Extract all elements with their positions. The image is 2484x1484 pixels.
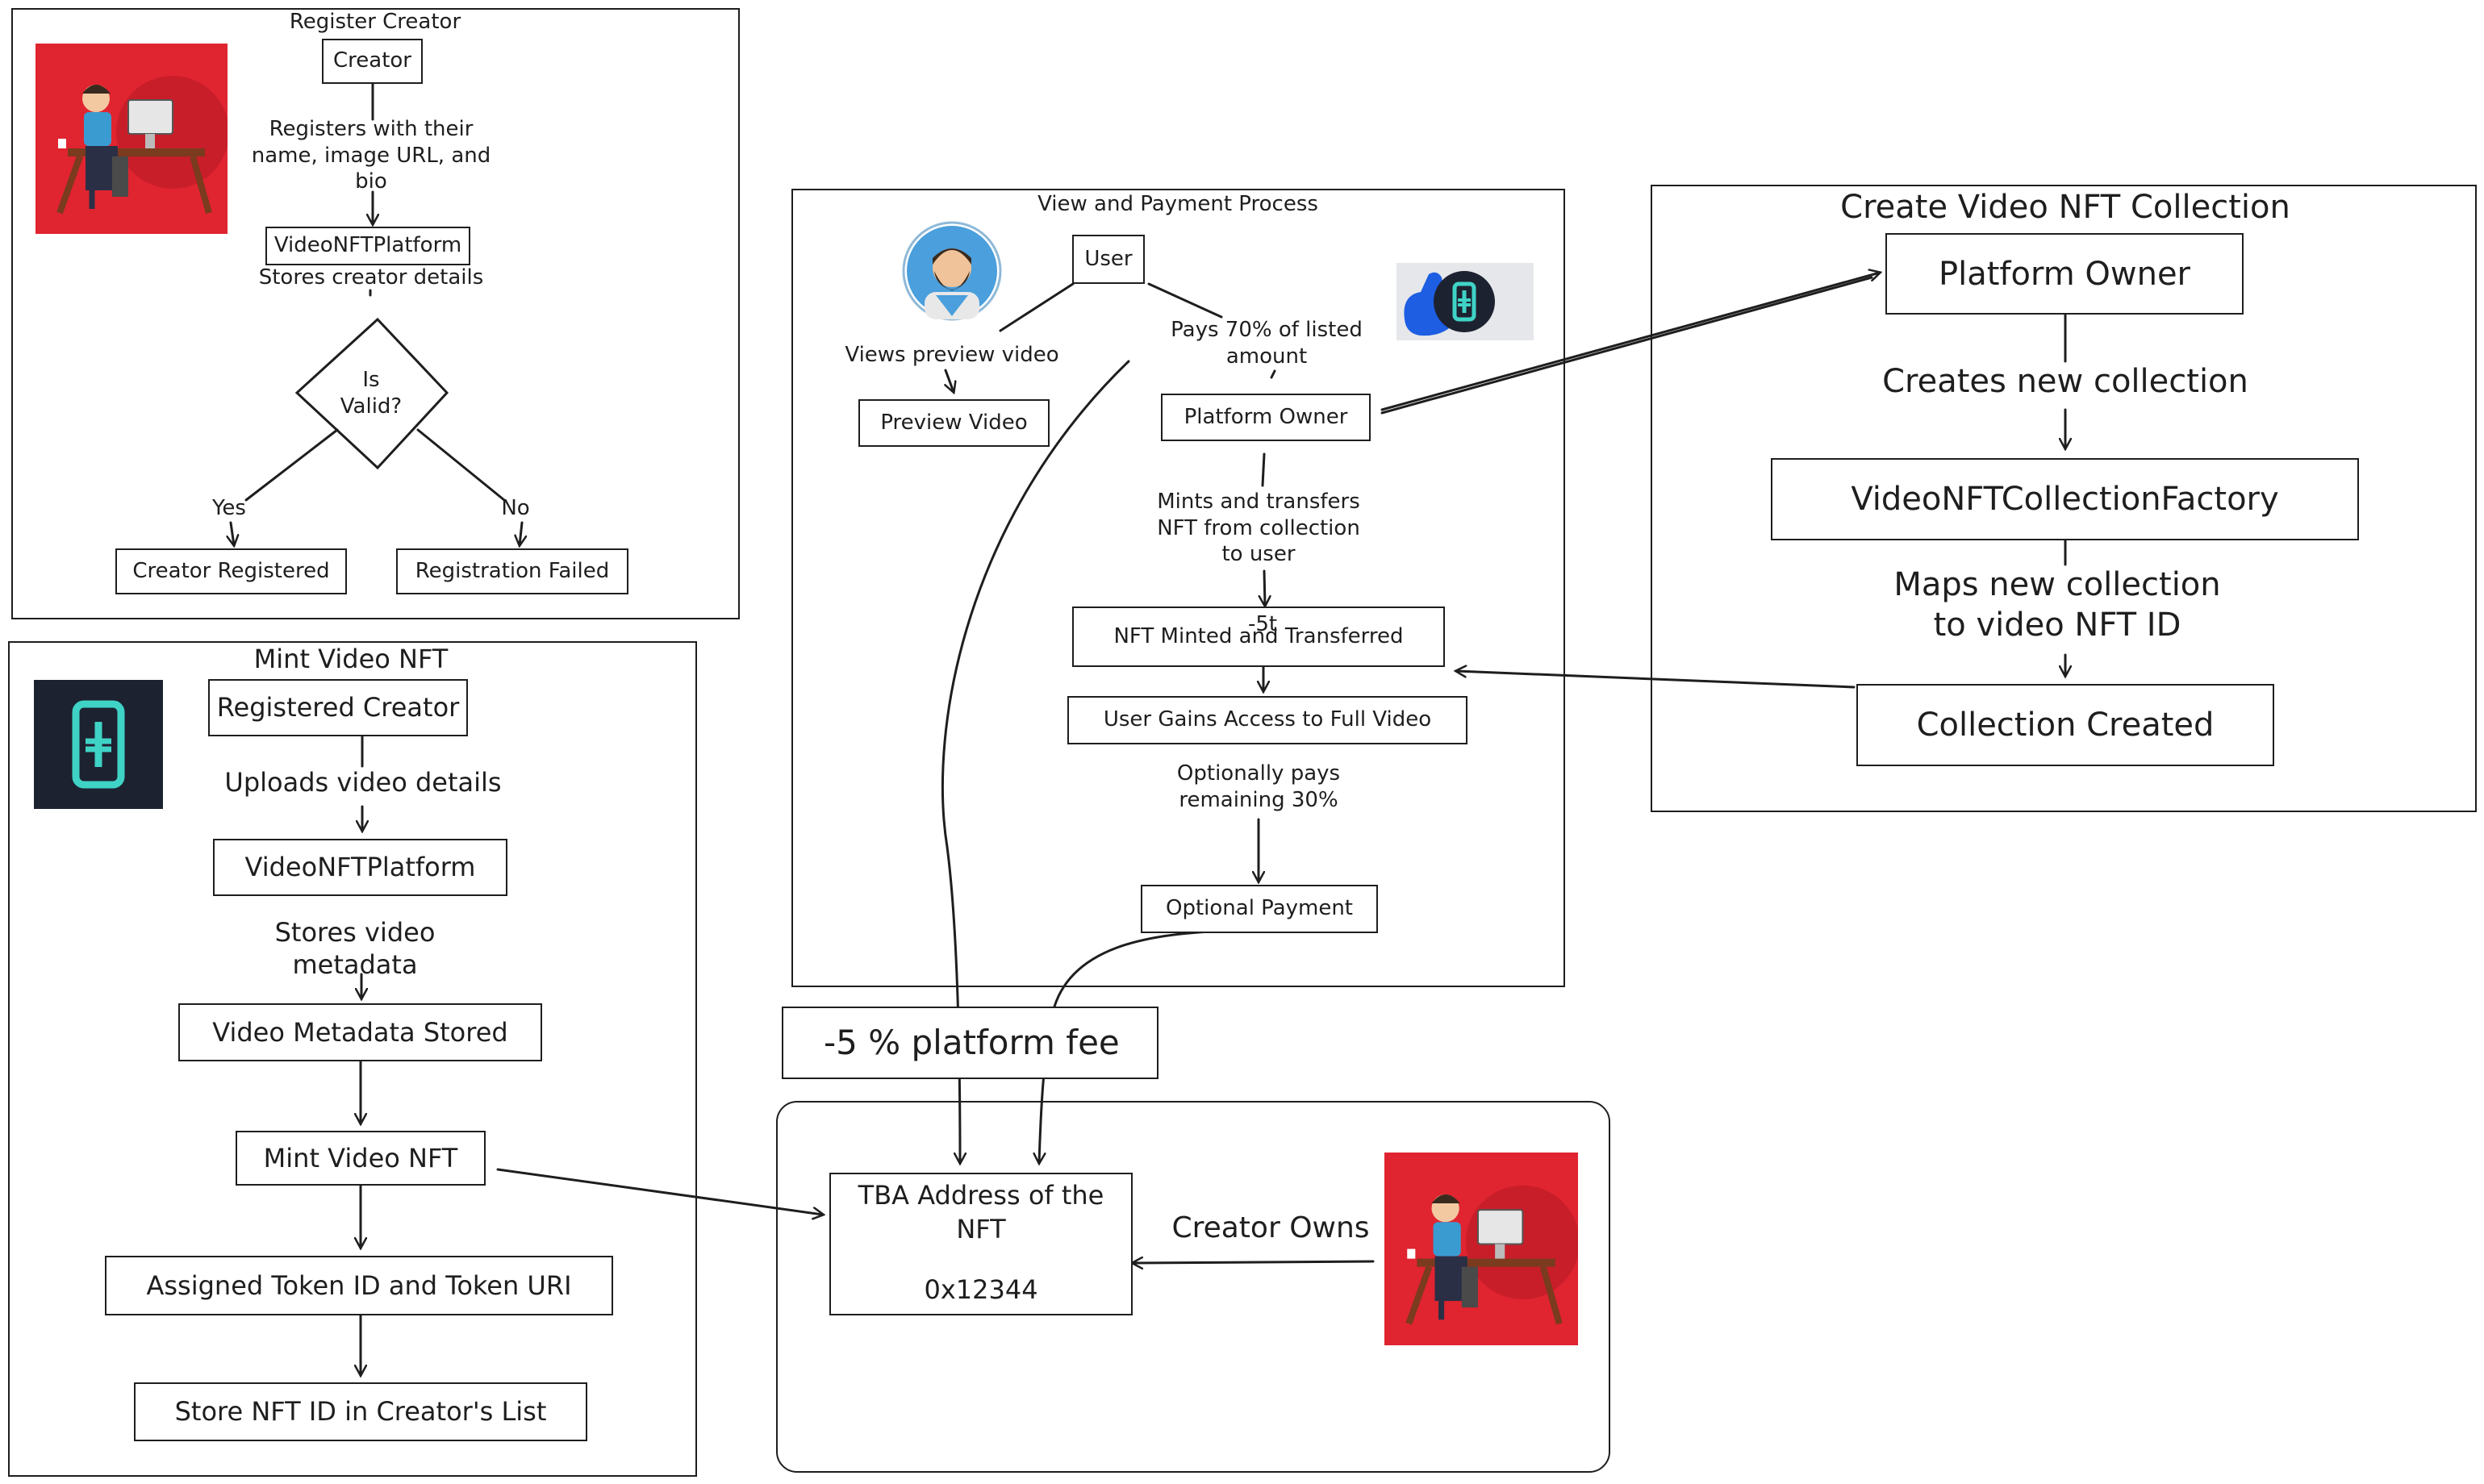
registers-label: Registers with their name, image URL, an… bbox=[251, 117, 491, 194]
user-node[interactable]: User bbox=[1072, 235, 1145, 284]
developer-at-desk-icon bbox=[35, 44, 228, 234]
tba-address-node[interactable]: TBA Address of the NFT 0x12344 bbox=[829, 1173, 1133, 1315]
connector-mint-to-tba bbox=[496, 1168, 823, 1215]
decision-text: Is Valid? bbox=[340, 368, 403, 419]
collection-platform-owner-node[interactable]: Platform Owner bbox=[1885, 233, 2244, 315]
collection-title: Create Video NFT Collection bbox=[1840, 189, 2290, 226]
connector-owner-to-collection-owner bbox=[1380, 273, 1880, 411]
registered-creator-node[interactable]: Registered Creator bbox=[208, 679, 468, 736]
preview-video-node[interactable]: Preview Video bbox=[858, 399, 1050, 447]
connector-user-to-pays bbox=[1147, 282, 1223, 319]
no-label: No bbox=[501, 496, 530, 520]
user-avatar-icon bbox=[894, 221, 1007, 326]
nft-minted-node[interactable]: NFT Minted and Transferred bbox=[1072, 607, 1445, 667]
collection-created-node[interactable]: Collection Created bbox=[1856, 684, 2274, 766]
pays-label: Pays 70% of listed amount bbox=[1171, 318, 1363, 369]
uploads-label: Uploads video details bbox=[224, 767, 502, 798]
connector-pays-to-owner bbox=[1270, 369, 1276, 379]
mint-video-nft-node[interactable]: Mint Video NFT bbox=[236, 1131, 486, 1186]
factory-node[interactable]: VideoNFTCollectionFactory bbox=[1771, 458, 2359, 540]
creator-owns-label: Creator Owns bbox=[1171, 1211, 1370, 1244]
creates-label: Creates new collection bbox=[1882, 363, 2248, 400]
optional-label: Optionally pays remaining 30% bbox=[1176, 761, 1341, 812]
connector-user-to-views bbox=[999, 282, 1075, 332]
fee-small-label: -5t bbox=[1247, 612, 1278, 636]
platform-fee-box[interactable]: -5 % platform fee bbox=[782, 1007, 1159, 1079]
connector-mints-to-minted bbox=[1264, 569, 1265, 606]
registration-failed-node[interactable]: Registration Failed bbox=[396, 548, 628, 594]
stores-metadata-label: Stores video metadata bbox=[274, 917, 436, 980]
mint-title: Mint Video NFT bbox=[253, 644, 449, 674]
connector-no-to-failed bbox=[520, 521, 522, 545]
connector-decision-to-yes bbox=[244, 428, 339, 502]
store-nft-id-node[interactable]: Store NFT ID in Creator's List bbox=[134, 1382, 587, 1441]
decision-diamond bbox=[294, 317, 449, 470]
mint-platform-node[interactable]: VideoNFTPlatform bbox=[213, 839, 507, 896]
optional-payment-node[interactable]: Optional Payment bbox=[1141, 885, 1378, 933]
creator-registered-node[interactable]: Creator Registered bbox=[115, 548, 347, 594]
connector-created-to-minted bbox=[1456, 671, 1856, 689]
maps-label: Maps new collection to video NFT ID bbox=[1893, 566, 2221, 644]
developer-at-desk-icon bbox=[1384, 1153, 1578, 1345]
user-access-node[interactable]: User Gains Access to Full Video bbox=[1067, 696, 1467, 744]
video-metadata-stored-node[interactable]: Video Metadata Stored bbox=[178, 1003, 542, 1061]
payment-title: View and Payment Process bbox=[1037, 192, 1318, 216]
yes-label: Yes bbox=[212, 496, 246, 520]
connector-yes-to-registered bbox=[231, 521, 234, 545]
views-label: Views preview video bbox=[845, 343, 1059, 367]
tba-address-title: TBA Address of the NFT bbox=[858, 1180, 1104, 1244]
assigned-token-node[interactable]: Assigned Token ID and Token URI bbox=[105, 1256, 613, 1315]
register-title: Register Creator bbox=[289, 10, 461, 34]
creator-node[interactable]: Creator bbox=[322, 39, 423, 84]
connector-owns-to-tba bbox=[1133, 1261, 1375, 1263]
tba-address-value: 0x12344 bbox=[924, 1274, 1038, 1306]
platform-owner-node[interactable]: Platform Owner bbox=[1161, 394, 1371, 441]
connector-decision-to-no bbox=[416, 428, 506, 502]
hand-thirdweb-icon bbox=[1396, 263, 1534, 340]
connector-optional-to-tba bbox=[1039, 929, 1236, 1163]
connector-owner-to-collection-owner-2 bbox=[1380, 276, 1873, 415]
connector-owner-to-mints bbox=[1261, 452, 1266, 487]
platform-node[interactable]: VideoNFTPlatform bbox=[265, 227, 470, 265]
stores-details-label: Stores creator details bbox=[258, 265, 484, 290]
thirdweb-logo-icon bbox=[34, 680, 163, 809]
connector-views-to-preview bbox=[946, 369, 954, 392]
mints-label: Mints and transfers NFT from collection … bbox=[1157, 490, 1360, 566]
